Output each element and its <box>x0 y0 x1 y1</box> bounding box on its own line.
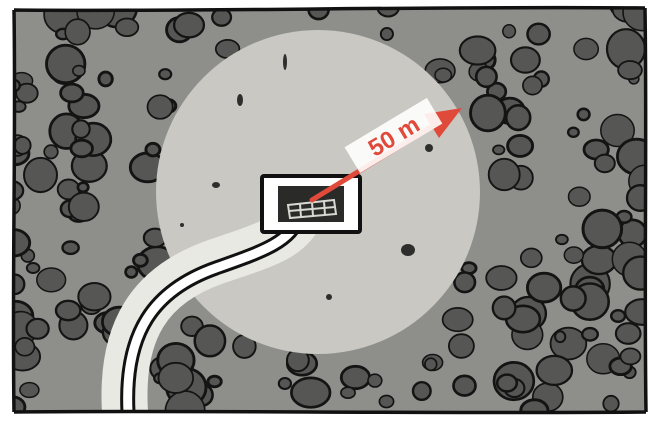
rock <box>56 301 80 320</box>
rock <box>435 68 451 82</box>
rock <box>476 67 496 87</box>
rock <box>78 283 110 310</box>
rock <box>503 25 516 38</box>
rock <box>511 47 540 72</box>
rock <box>279 378 291 389</box>
rock <box>46 45 84 83</box>
pebble <box>237 94 243 106</box>
rock <box>291 378 330 407</box>
rock <box>555 331 565 342</box>
rock <box>14 137 30 154</box>
rock <box>454 376 476 396</box>
rock <box>564 247 583 263</box>
rock <box>146 143 160 156</box>
rock <box>523 76 542 94</box>
rock <box>497 375 517 392</box>
rock <box>65 19 90 45</box>
rock <box>527 273 560 302</box>
rock <box>574 38 598 59</box>
rock <box>15 338 34 356</box>
rock <box>72 120 89 138</box>
rock <box>568 128 579 137</box>
rock <box>26 319 48 339</box>
rock <box>99 72 112 86</box>
pebble <box>212 182 220 188</box>
rock <box>174 13 204 38</box>
rock <box>618 61 642 79</box>
rock <box>489 159 520 190</box>
rock <box>620 348 640 364</box>
rock <box>471 95 506 131</box>
rock <box>379 396 393 408</box>
rock <box>195 326 225 357</box>
rock <box>425 358 437 370</box>
central-building <box>262 176 360 232</box>
rock <box>208 376 221 387</box>
rock <box>454 273 475 293</box>
rock <box>449 334 474 358</box>
rock <box>443 308 473 331</box>
rock <box>528 24 550 45</box>
rock <box>582 328 598 340</box>
rock <box>486 266 516 290</box>
rock <box>493 145 504 154</box>
rock <box>78 183 88 192</box>
rock <box>368 374 382 387</box>
rock <box>134 254 148 266</box>
rock <box>582 246 616 274</box>
rock <box>561 286 586 310</box>
rock <box>569 187 591 206</box>
rock <box>159 69 171 79</box>
rock <box>493 297 516 320</box>
rock <box>537 356 572 385</box>
pebble <box>425 144 433 152</box>
rock <box>37 268 66 292</box>
rock <box>20 383 39 398</box>
rock <box>381 28 393 40</box>
rock <box>556 235 568 244</box>
rock <box>413 382 431 400</box>
rock <box>69 193 99 221</box>
rock <box>44 145 58 158</box>
rock <box>616 323 641 344</box>
rock <box>159 363 194 393</box>
rock <box>583 210 622 248</box>
rock <box>71 140 93 157</box>
rock <box>506 105 530 130</box>
rock <box>341 366 369 388</box>
rock <box>148 95 173 119</box>
rock <box>460 36 496 64</box>
rock <box>603 396 618 412</box>
pebble <box>283 54 287 70</box>
rock <box>578 109 590 120</box>
rock <box>508 135 533 156</box>
rock <box>611 310 625 322</box>
pebble <box>180 223 184 227</box>
rock <box>73 66 85 76</box>
rock <box>116 19 139 37</box>
rock <box>24 158 57 192</box>
rock <box>126 267 137 278</box>
rock <box>341 387 355 398</box>
rock <box>63 242 79 254</box>
pebble <box>326 294 332 300</box>
pebble <box>401 244 415 256</box>
rock <box>521 249 542 268</box>
rock <box>595 155 615 173</box>
rock <box>27 263 40 273</box>
rock <box>61 84 84 102</box>
